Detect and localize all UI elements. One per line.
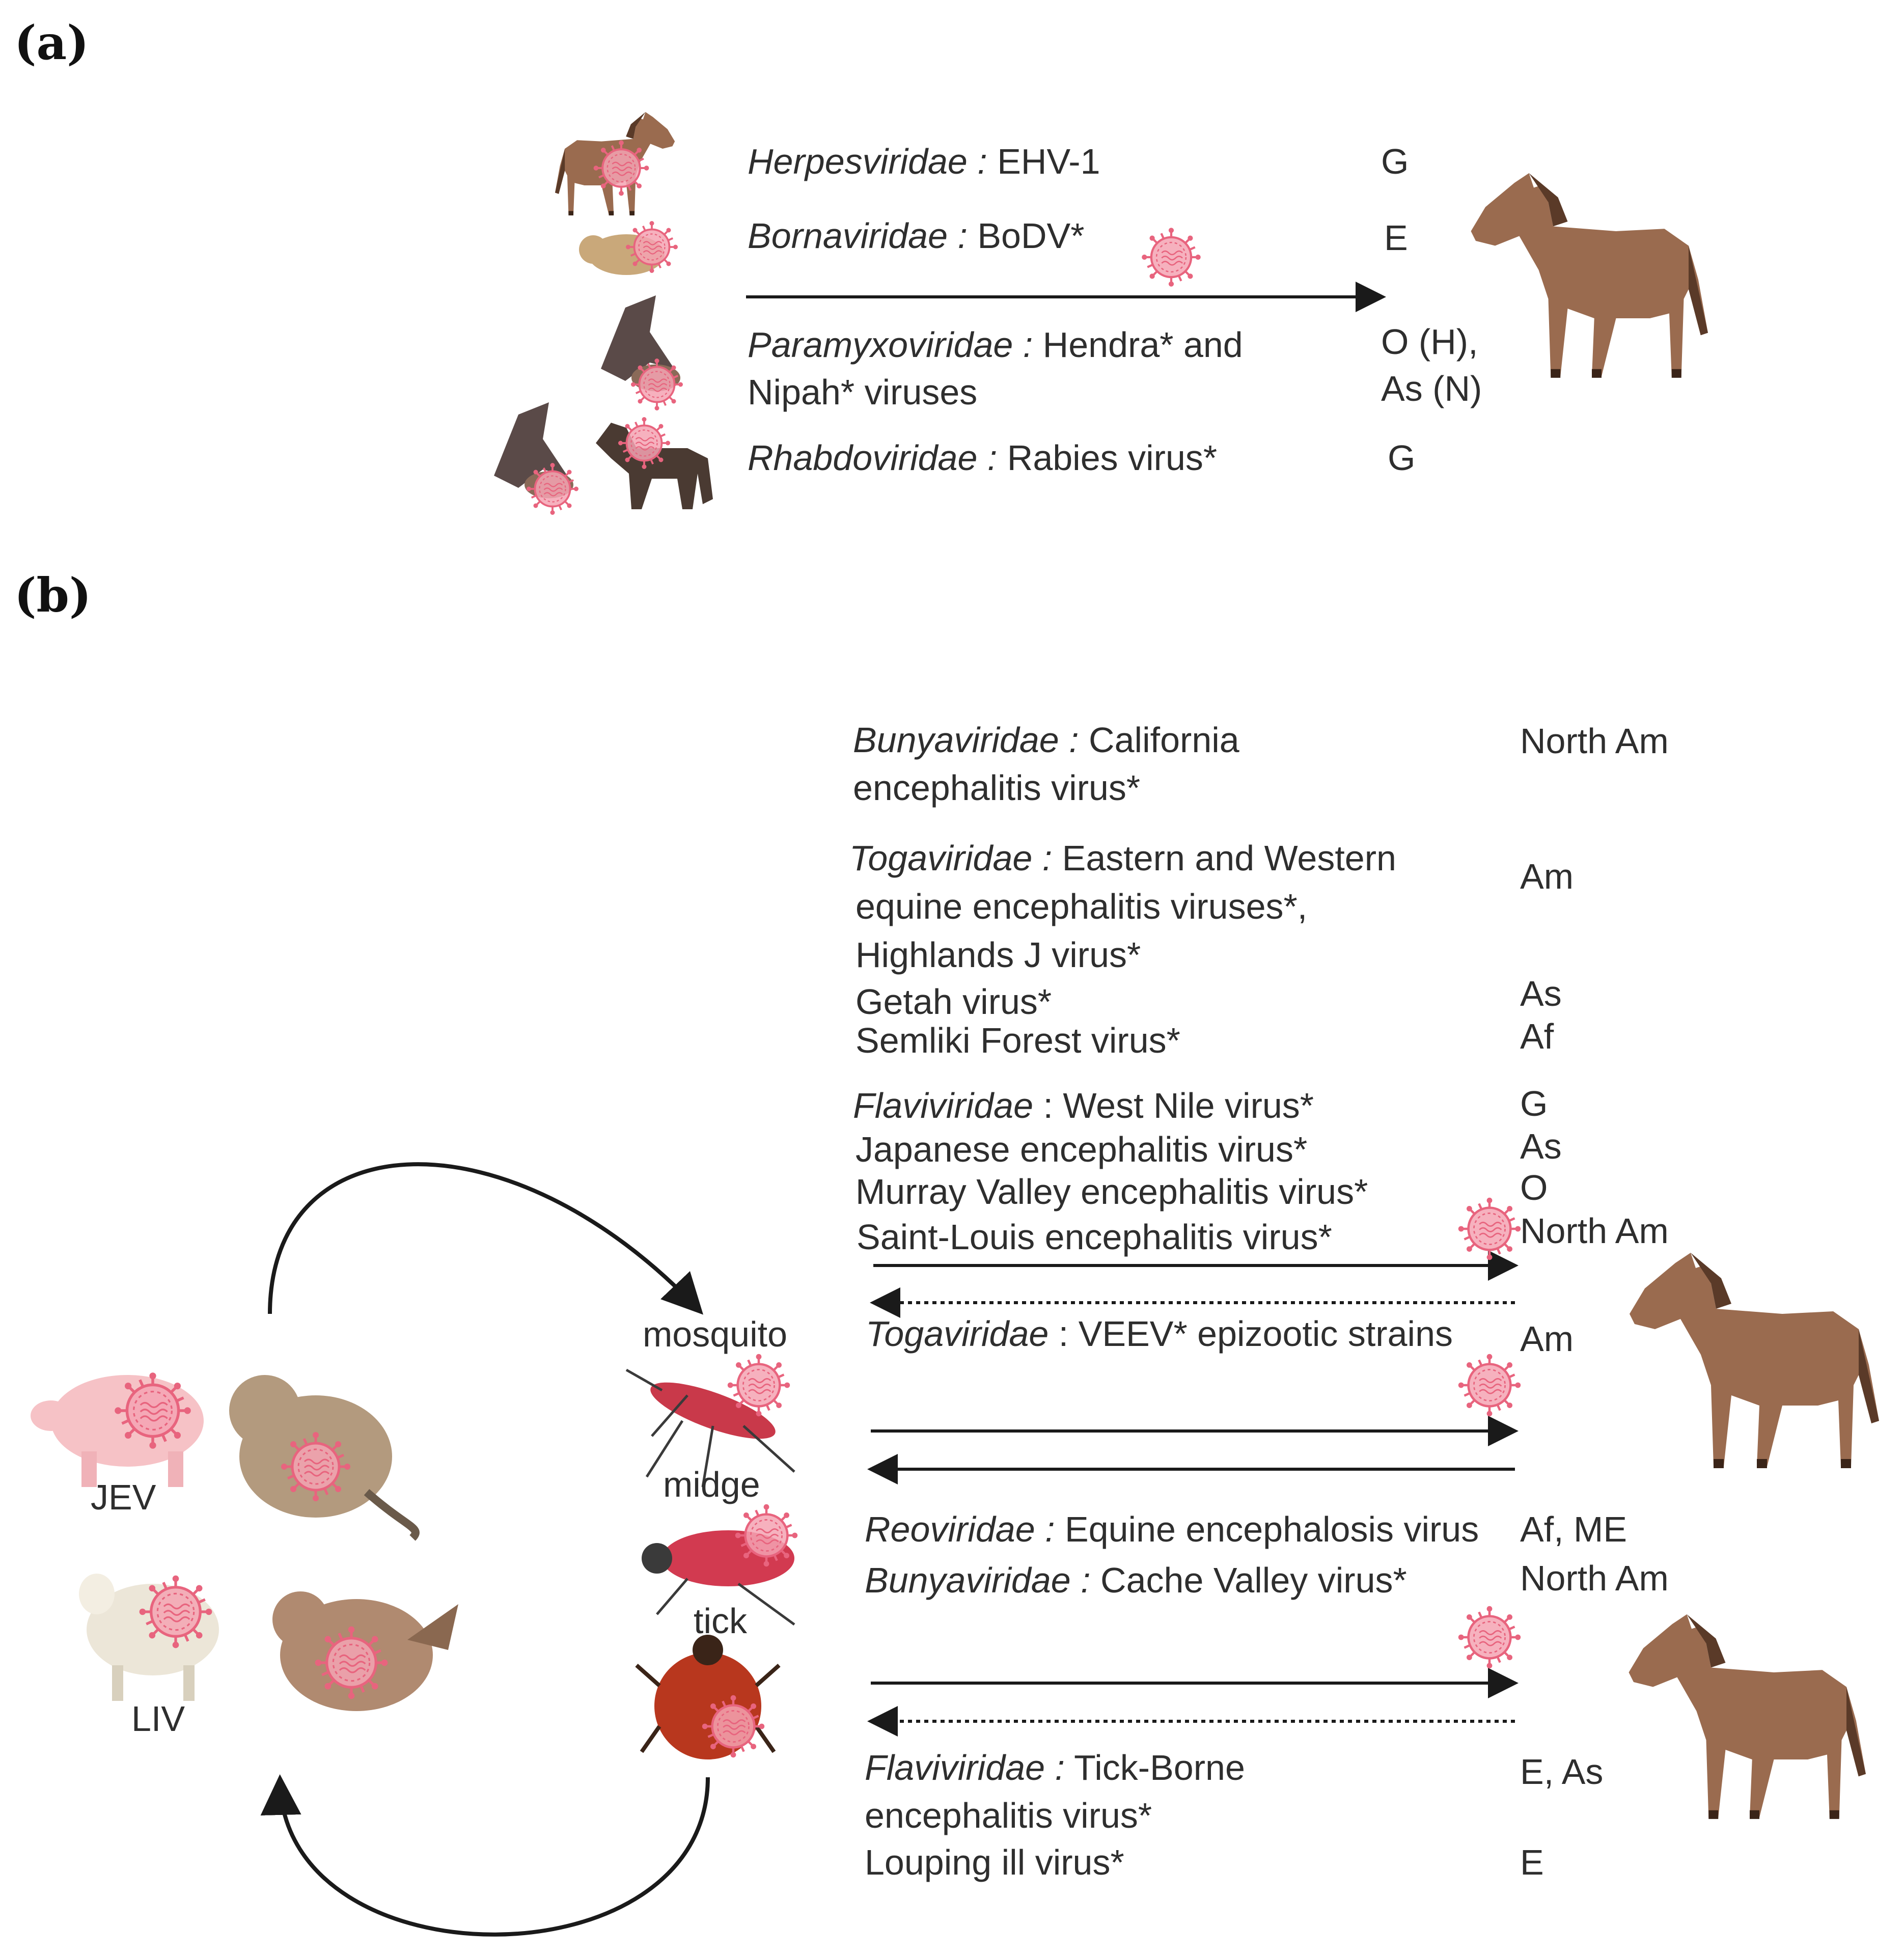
virus-family: Bunyaviridae :	[853, 720, 1079, 760]
virus-name: : VEEV* epizootic strains	[1048, 1314, 1453, 1354]
tick-icon	[635, 1635, 781, 1759]
virus-family: Paramyxoviridae :	[748, 325, 1033, 365]
cycle-arrow-bottom	[260, 1774, 710, 1937]
virus-entry: Flaviviridae : West Nile virus*	[853, 1088, 1314, 1123]
virus-name: California	[1079, 720, 1239, 760]
region-code: Af	[1520, 1016, 1554, 1056]
virus-family: Bornaviridae :	[748, 216, 968, 256]
region-code: As (N)	[1381, 369, 1482, 408]
horse-icon	[1629, 1614, 1866, 1819]
virus-entry: Flaviviridae : Tick-Borne	[865, 1750, 1245, 1785]
virus-icon	[140, 1576, 212, 1648]
virus-icon	[115, 1372, 191, 1449]
region-code: E	[1384, 218, 1408, 258]
virus-family: Flaviviridae	[853, 1086, 1033, 1125]
virus-name: Rabies virus*	[997, 438, 1218, 478]
region-code: O	[1520, 1168, 1548, 1207]
virus-name: Semliki Forest virus*	[856, 1021, 1180, 1060]
virus-icon	[1458, 1606, 1521, 1668]
virus-icon	[594, 141, 649, 196]
virus-name: Getah virus*	[856, 982, 1052, 1022]
virus-entry: Bornaviridae : BoDV*	[748, 218, 1084, 254]
horse-icon	[1630, 1253, 1879, 1468]
region-code: As	[1520, 974, 1562, 1013]
virus-family: Togaviridae :	[849, 838, 1053, 878]
vector-label-mosquito: mosquito	[643, 1314, 788, 1354]
virus-family: Rhabdoviridae :	[748, 438, 998, 478]
virus-entry: Paramyxoviridae : Hendra* and	[748, 327, 1243, 363]
virus-entry: Reoviridae : Equine encephalosis virus	[865, 1511, 1479, 1547]
virus-icon	[315, 1627, 388, 1699]
virus-name: encephalitis virus*	[853, 768, 1141, 808]
virus-icon	[702, 1695, 764, 1757]
virus-name: Highlands J virus*	[856, 935, 1141, 975]
horse-icon	[1471, 173, 1708, 378]
virus-icon	[728, 1354, 790, 1416]
virus-name: Equine encephalosis virus	[1055, 1509, 1479, 1549]
virus-family: Herpesviridae :	[748, 142, 987, 181]
region-code: Am	[1520, 1319, 1574, 1359]
virus-icon	[526, 462, 580, 516]
virus-icon	[630, 357, 684, 411]
virus-entry: Togaviridae : VEEV* epizootic strains	[866, 1316, 1453, 1352]
virus-icon	[1142, 228, 1201, 287]
region-code: E	[1520, 1842, 1544, 1882]
region-code: As	[1520, 1126, 1562, 1166]
virus-entry: Togaviridae : Eastern and Western	[849, 840, 1396, 876]
virus-family: Bunyaviridae :	[865, 1560, 1091, 1600]
vector-label-tick: tick	[694, 1601, 747, 1641]
region-code: G	[1388, 438, 1416, 478]
mosquito-icon	[625, 1368, 795, 1488]
virus-entry: Bunyaviridae : Cache Valley virus*	[865, 1562, 1407, 1598]
region-code: Am	[1520, 857, 1574, 896]
virus-icon	[625, 220, 679, 274]
region-code: E, As	[1520, 1752, 1604, 1792]
virus-icon	[1458, 1354, 1521, 1416]
virus-icon	[281, 1432, 350, 1501]
region-code: G	[1520, 1084, 1548, 1123]
region-code: Af, ME	[1520, 1509, 1627, 1549]
virus-name: Murray Valley encephalitis virus*	[856, 1172, 1368, 1212]
virus-entry: Herpesviridae : EHV-1	[748, 144, 1100, 179]
virus-family: Flaviviridae :	[865, 1748, 1065, 1787]
virus-family: Togaviridae	[866, 1314, 1049, 1354]
virus-entry: Bunyaviridae : California	[853, 722, 1239, 758]
virus-name: encephalitis virus*	[865, 1796, 1152, 1835]
virus-name: EHV-1	[987, 142, 1100, 181]
virus-entry: Rhabdoviridae : Rabies virus*	[748, 440, 1217, 476]
region-code: North Am	[1520, 1558, 1669, 1598]
cycle-arrow-top	[268, 1162, 704, 1315]
virus-family: Reoviridae :	[865, 1509, 1055, 1549]
panel-a-label: (a)	[14, 15, 89, 70]
region-code: North Am	[1520, 1211, 1669, 1251]
region-code: O (H),	[1381, 322, 1478, 362]
virus-name: equine encephalitis viruses*,	[856, 887, 1308, 926]
virus-icon	[617, 416, 671, 470]
pig-icon	[31, 1375, 204, 1487]
virus-name: Saint-Louis encephalitis virus*	[857, 1217, 1332, 1257]
vector-label-midge: midge	[663, 1465, 760, 1504]
virus-name: : West Nile virus*	[1033, 1086, 1314, 1125]
panel-b-label: (b)	[14, 568, 92, 623]
virus-name: Tick-Borne	[1064, 1748, 1245, 1787]
reservoir-label-jev: JEV	[91, 1477, 156, 1517]
virus-name: Hendra* and	[1033, 325, 1243, 365]
region-code: North Am	[1520, 721, 1669, 761]
virus-name: Nipah* viruses	[748, 372, 978, 412]
virus-icon	[735, 1504, 797, 1566]
virus-icon	[1458, 1198, 1521, 1260]
virus-name: Japanese encephalitis virus*	[856, 1130, 1308, 1169]
fox-icon	[596, 423, 713, 509]
virus-name: Cache Valley virus*	[1090, 1560, 1407, 1600]
virus-name: Eastern and Western	[1052, 838, 1396, 878]
virus-name: BoDV*	[967, 216, 1085, 256]
region-code: G	[1381, 142, 1409, 181]
virus-name: Louping ill virus*	[865, 1842, 1124, 1882]
reservoir-label-liv: LIV	[131, 1699, 185, 1739]
